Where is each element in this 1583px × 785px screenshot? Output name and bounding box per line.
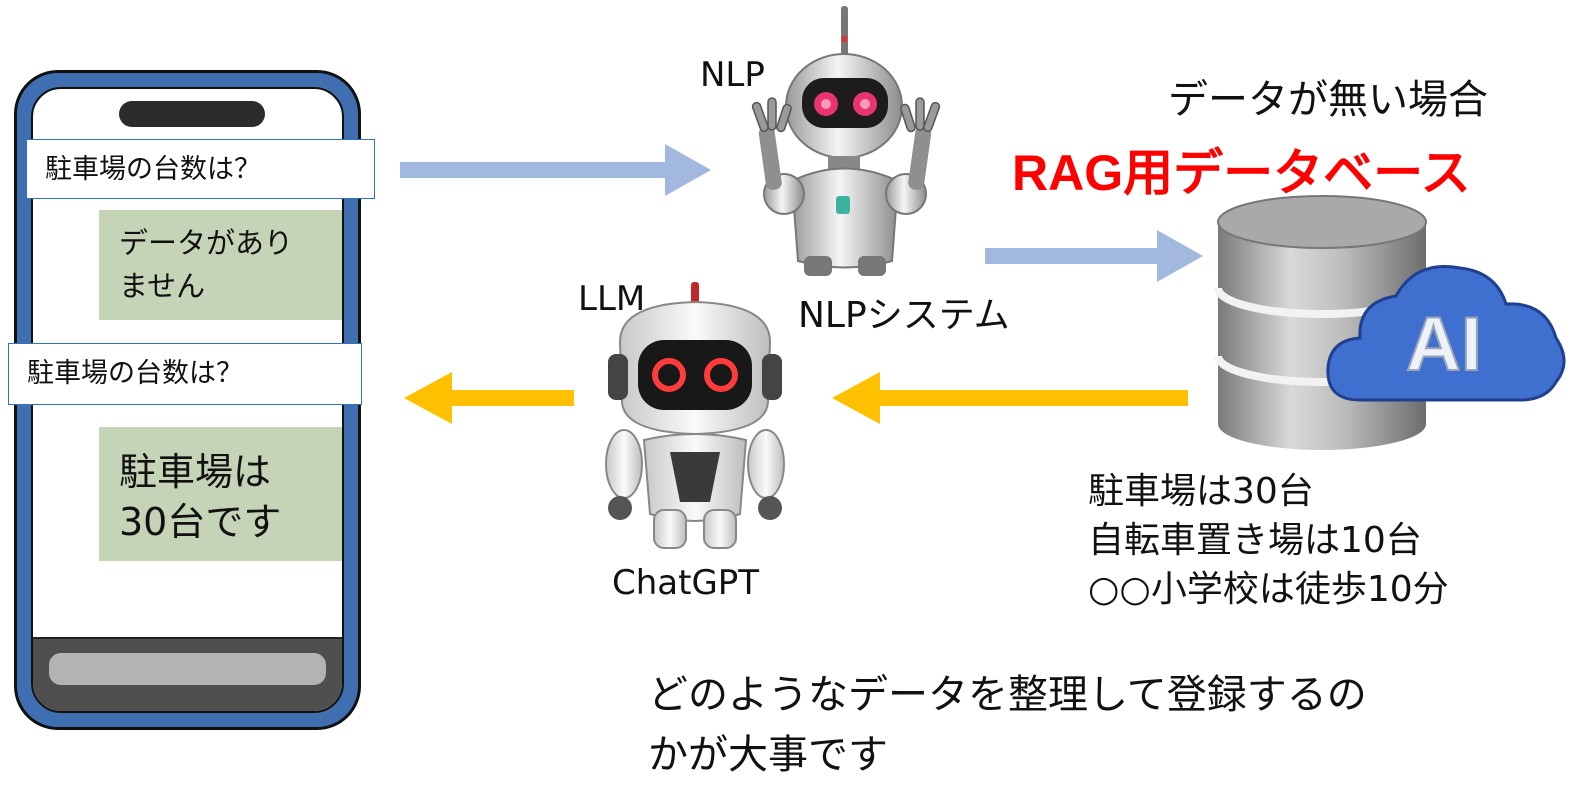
footer-note-line-1: どのようなデータを整理して登録するの bbox=[648, 672, 1367, 718]
user-question-2: 駐車場の台数は？ bbox=[8, 343, 362, 405]
footer-note-line-2: かが大事です bbox=[648, 732, 888, 778]
arrow-nlp-to-database bbox=[985, 230, 1203, 282]
arrow-phone-to-nlp bbox=[400, 144, 711, 196]
bot-answer-1-line-1: データがあり bbox=[119, 226, 294, 260]
arrow-database-to-llm bbox=[832, 372, 1188, 424]
user-question-1: 駐車場の台数は？ bbox=[26, 139, 375, 199]
database-entry: 駐車場は30台 bbox=[1088, 471, 1314, 512]
database-entry: ○○小学校は徒歩10分 bbox=[1088, 569, 1449, 610]
user-question-1-text: 駐車場の台数は？ bbox=[45, 154, 261, 185]
user-question-2-text: 駐車場の台数は？ bbox=[27, 358, 243, 389]
bot-answer-2: 駐車場は 30台です bbox=[99, 427, 342, 561]
bot-answer-1: データがあり ません bbox=[99, 210, 342, 320]
phone-input-bar bbox=[33, 637, 342, 711]
llm-robot-icon bbox=[605, 282, 785, 549]
phone-input-field[interactable] bbox=[49, 653, 326, 685]
nlp-robot-icon bbox=[751, 6, 941, 276]
rag-database-title: RAG用データベース bbox=[1012, 145, 1471, 201]
bot-answer-2-line-2: 30台です bbox=[119, 500, 282, 544]
database-entries: 駐車場は30台 自転車置き場は10台 ○○小学校は徒歩10分 bbox=[1088, 467, 1449, 614]
ai-cloud-icon: AI bbox=[1326, 265, 1566, 402]
database-caption: データが無い場合 bbox=[1168, 77, 1488, 123]
nlp-system-label: NLPシステム bbox=[798, 295, 1010, 336]
database-entry: 自転車置き場は10台 bbox=[1088, 520, 1422, 561]
ai-cloud-label: AI bbox=[1406, 302, 1482, 387]
footer-note: どのようなデータを整理して登録するの かが大事です bbox=[648, 665, 1367, 785]
llm-label: LLM bbox=[578, 279, 646, 319]
bot-answer-2-line-1: 駐車場は bbox=[119, 450, 272, 494]
nlp-label: NLP bbox=[700, 55, 765, 95]
phone-notch bbox=[119, 101, 265, 127]
arrow-llm-to-phone bbox=[404, 372, 574, 424]
chatgpt-label: ChatGPT bbox=[612, 563, 760, 603]
bot-answer-1-line-2: ません bbox=[119, 269, 206, 303]
